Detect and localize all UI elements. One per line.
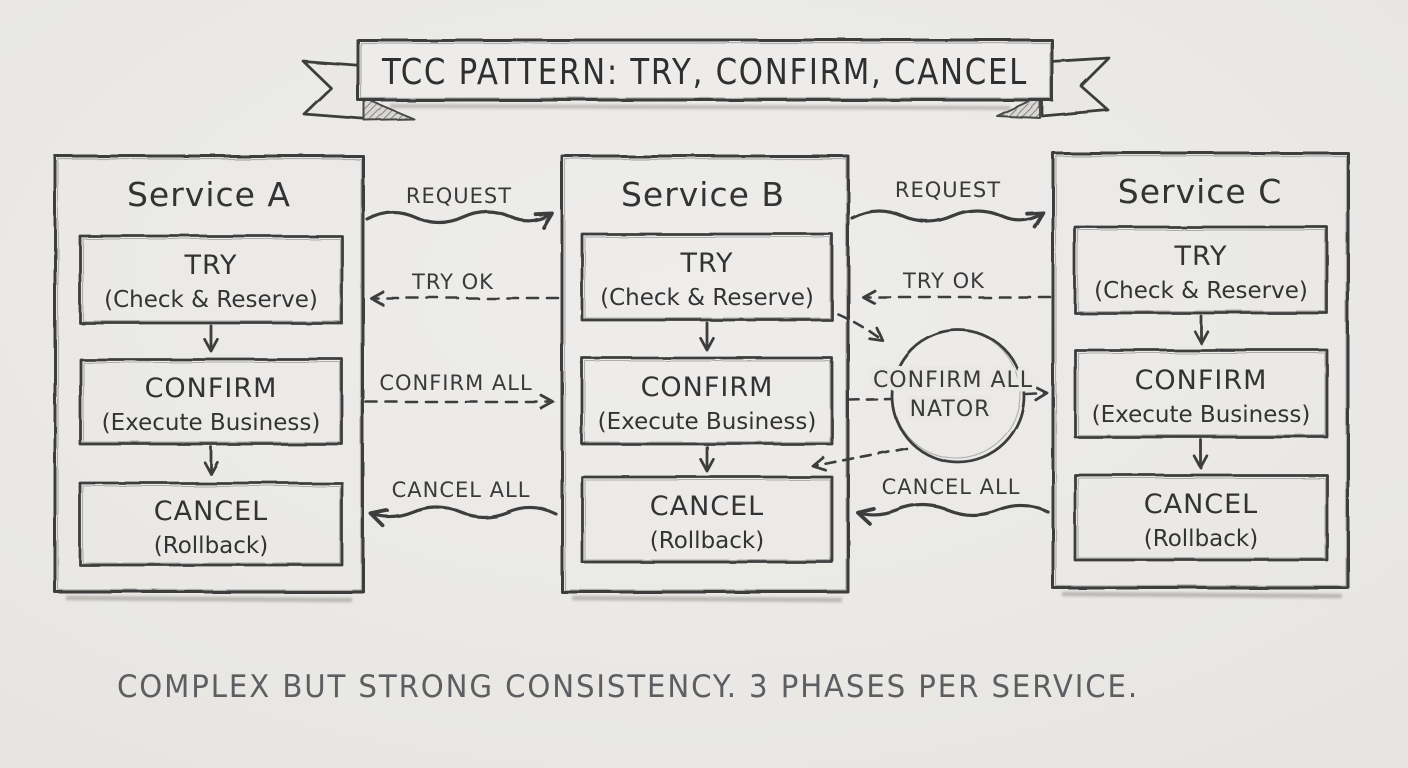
service-b-cancel-sublabel: (Rollback) <box>650 528 764 554</box>
arrow-coordinator-to-c <box>1024 385 1049 402</box>
coordinator-circle <box>890 328 1026 464</box>
flows-a-b <box>364 209 560 528</box>
service-a-confirm-sublabel: (Execute Business) <box>102 410 321 436</box>
service-a-title: Service A <box>127 175 291 214</box>
service-a-cancel-box <box>78 481 344 567</box>
service-a-try-box <box>78 234 344 325</box>
service-c-confirm-sublabel: (Execute Business) <box>1092 402 1311 428</box>
service-c-confirm-label: CONFIRM <box>1135 365 1268 396</box>
service-a-confirm-label: CONFIRM <box>145 373 278 404</box>
banner-rect <box>356 38 1054 102</box>
service-a-confirm-box <box>78 357 344 446</box>
labels-layer: TCC PATTERN: TRY, CONFIRM, CANCEL Servic… <box>102 52 1311 705</box>
service-a-box <box>53 154 365 594</box>
service-c-cancel-sublabel: (Rollback) <box>1144 526 1258 552</box>
service-c-try-box <box>1073 225 1329 315</box>
service-a-cancel-sublabel: (Rollback) <box>154 533 268 559</box>
service-a-try-label: TRY <box>183 250 237 281</box>
coordinator-label-line2: NATOR <box>910 397 991 422</box>
arrow-cancel-all-c-b <box>856 503 1050 526</box>
service-c-title: Service C <box>1118 172 1283 211</box>
flows-b-c <box>811 208 1052 526</box>
service-a-try-sublabel: (Check & Reserve) <box>104 287 318 313</box>
arrow-request-b-c <box>850 208 1045 229</box>
label-cancel-all-a-b: CANCEL ALL <box>392 478 531 502</box>
arrow-request-a-b <box>365 209 554 230</box>
service-c-cancel-box <box>1073 473 1329 562</box>
banner-title: TCC PATTERN: TRY, CONFIRM, CANCEL <box>381 52 1028 93</box>
service-c-cancel-label: CANCEL <box>1144 489 1258 520</box>
caption: COMPLEX BUT STRONG CONSISTENCY. 3 PHASES… <box>117 669 1139 705</box>
service-b-try-box <box>580 232 834 322</box>
label-cancel-all-b-c: CANCEL ALL <box>882 475 1021 499</box>
arrow-cancel-all-b-a <box>369 505 558 528</box>
ribbon-fold-left <box>363 97 415 121</box>
label-confirm-all-a-b: CONFIRM ALL <box>379 371 532 395</box>
service-b-confirm-sublabel: (Execute Business) <box>598 409 817 435</box>
service-c-try-label: TRY <box>1173 241 1227 272</box>
service-b-box <box>560 154 850 594</box>
service-b-title: Service B <box>621 175 785 214</box>
ribbon-tail-right <box>1040 56 1111 118</box>
arrow-coordinator-to-b-cancel <box>811 446 908 472</box>
service-c-box <box>1051 151 1350 590</box>
service-c-confirm-box <box>1073 348 1329 439</box>
coordinator-label-line1: CONFIRM ALL <box>873 368 1033 393</box>
label-request-b-c: REQUEST <box>895 178 1001 202</box>
arrow-b-try-to-coordinator <box>836 312 885 343</box>
pencil-smudges <box>65 104 1343 603</box>
service-b-try-sublabel: (Check & Reserve) <box>600 285 814 311</box>
label-request-a-b: REQUEST <box>406 184 512 208</box>
service-c-try-sublabel: (Check & Reserve) <box>1094 278 1308 304</box>
service-b-cancel-box <box>580 475 834 564</box>
arrow-b-confirm-to-coordinator <box>847 397 893 402</box>
service-b-confirm-label: CONFIRM <box>641 372 774 403</box>
label-try-ok-b-c: TRY OK <box>902 269 985 293</box>
service-b-confirm-box <box>580 356 834 446</box>
title-banner-ribbon <box>301 38 1111 121</box>
label-try-ok-a-b: TRY OK <box>411 270 494 294</box>
banner-rect-echo <box>360 42 1051 99</box>
service-b-cancel-label: CANCEL <box>650 491 764 522</box>
service-a-cancel-label: CANCEL <box>154 496 268 527</box>
service-b-try-label: TRY <box>679 248 733 279</box>
